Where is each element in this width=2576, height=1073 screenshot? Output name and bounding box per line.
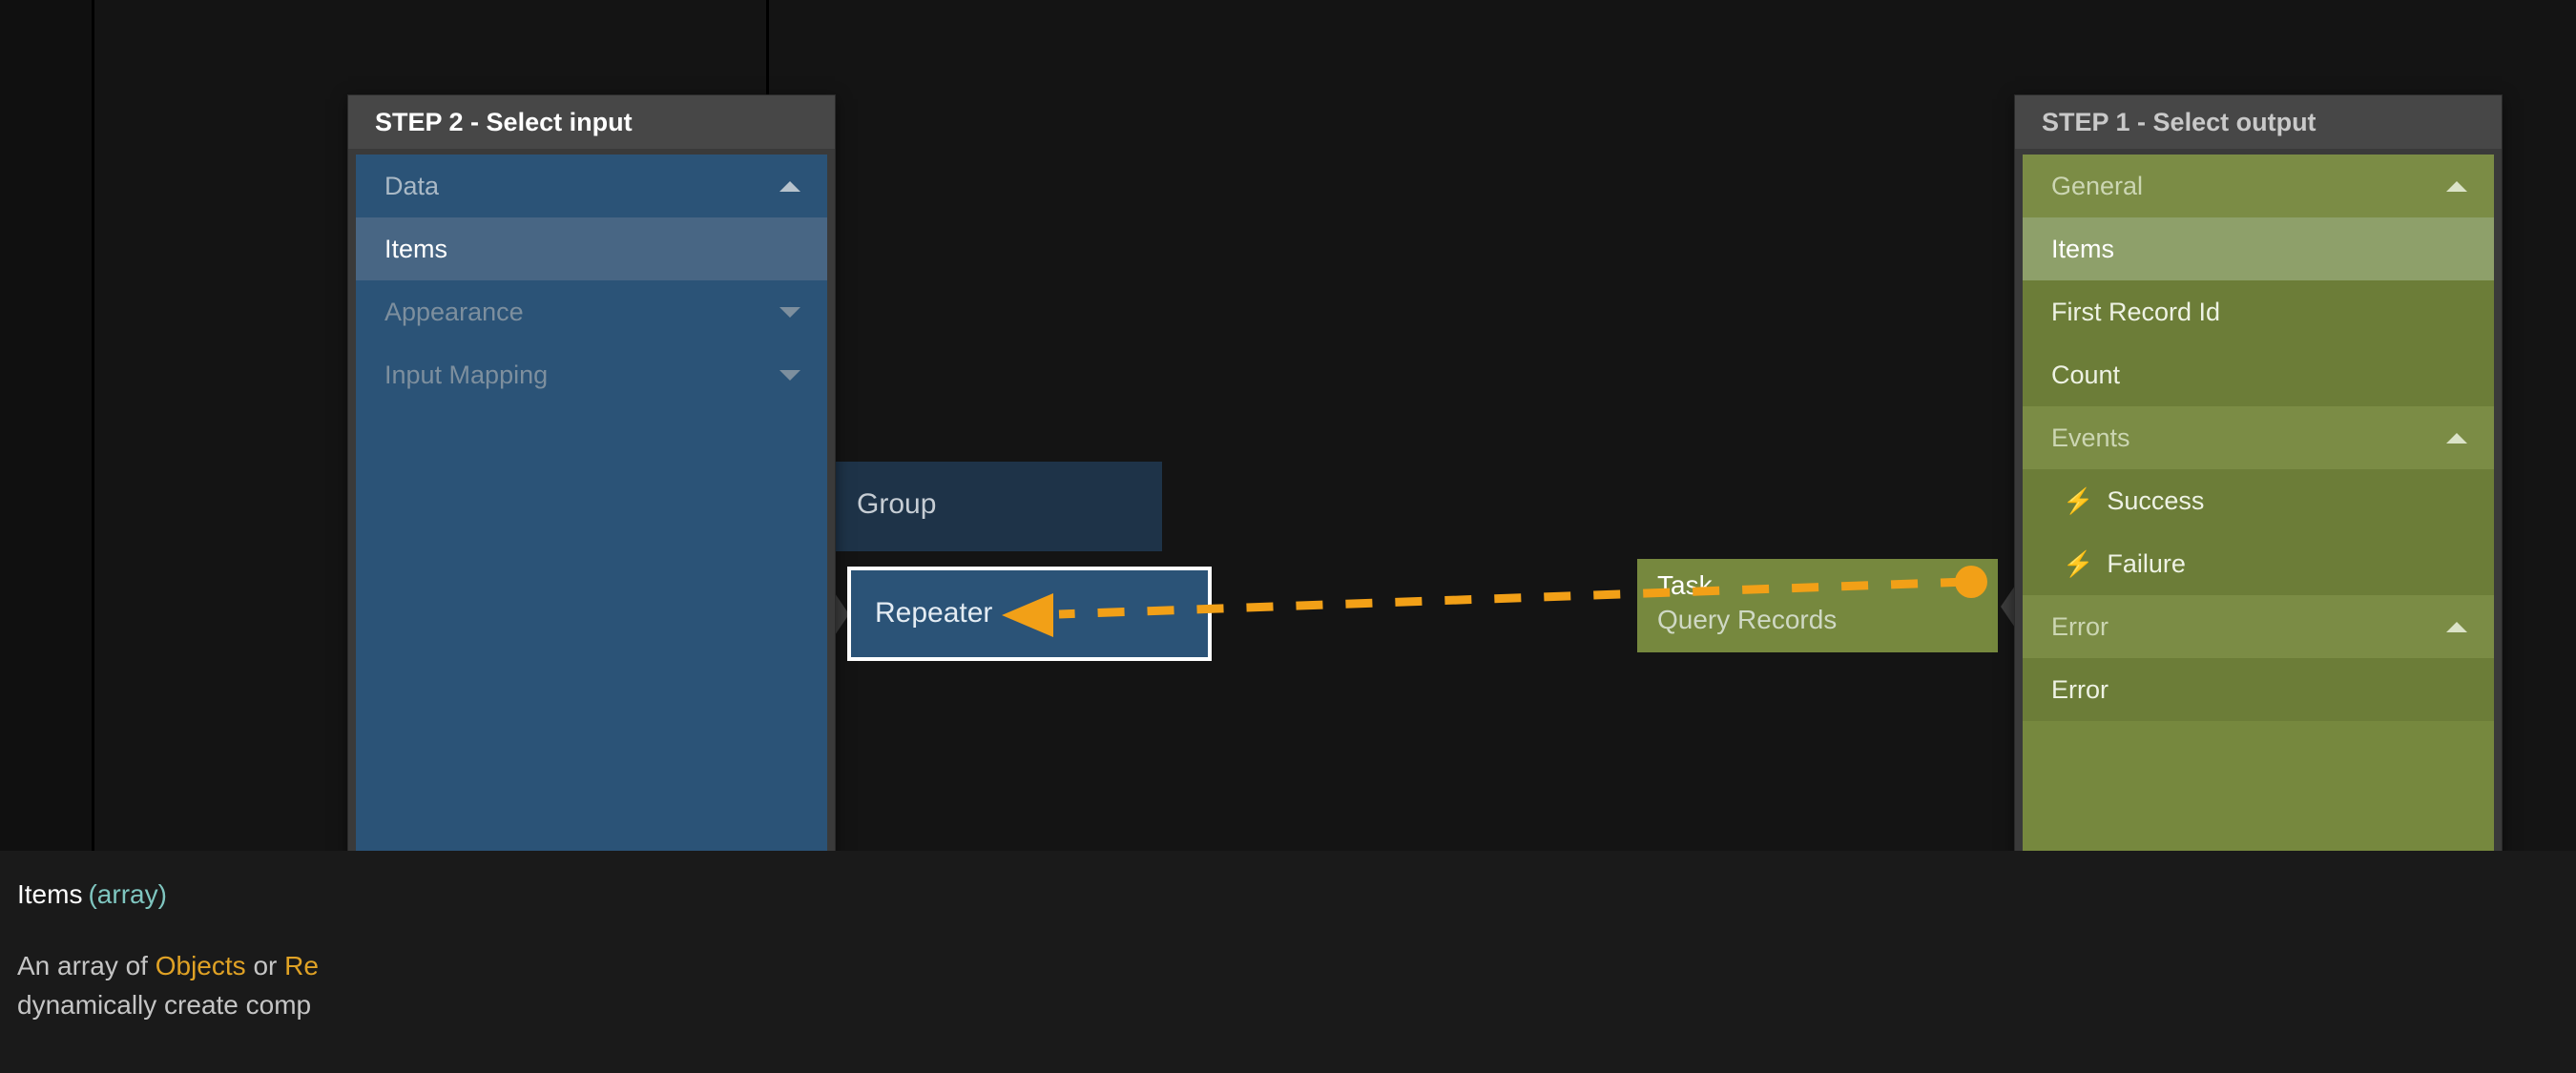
input-row-items[interactable]: Items (356, 217, 827, 280)
output-row-failure[interactable]: ⚡ Failure (2023, 532, 2494, 595)
chevron-up-icon[interactable] (779, 180, 800, 192)
bolt-icon: ⚡ (2063, 486, 2094, 515)
doc-title-name: Items (17, 879, 83, 909)
input-row-appearance[interactable]: Appearance (356, 280, 827, 343)
bolt-icon: ⚡ (2063, 549, 2094, 578)
output-row-failure-label: Failure (2107, 548, 2186, 578)
output-row-first-record-id[interactable]: First Record Id (2023, 280, 2494, 343)
select-input-panel-header: STEP 2 - Select input (348, 95, 835, 149)
chevron-down-icon[interactable] (779, 306, 800, 318)
input-row-input-mapping-label: Input Mapping (384, 360, 549, 389)
output-row-events-label: Events (2051, 423, 2130, 452)
select-output-panel-title: STEP 1 - Select output (2042, 107, 2316, 136)
select-output-panel-header: STEP 1 - Select output (2015, 95, 2502, 149)
documentation-strip (0, 851, 2576, 1073)
node-task-subtitle: Query Records (1657, 605, 1838, 634)
node-repeater-title: Repeater (875, 597, 993, 629)
input-row-input-mapping[interactable]: Input Mapping (356, 343, 827, 406)
doc-title: Items(array) (17, 879, 167, 910)
node-repeater[interactable]: Repeater (847, 567, 1212, 661)
chevron-down-icon[interactable] (779, 369, 800, 381)
input-row-appearance-label: Appearance (384, 297, 524, 326)
input-row-data[interactable]: Data (356, 155, 827, 217)
doc-line1-keyword-objects: Objects (155, 951, 246, 980)
output-row-success[interactable]: ⚡ Success (2023, 469, 2494, 532)
canvas-divider-left (92, 0, 94, 851)
node-group[interactable]: Group (830, 462, 1162, 551)
node-task-title: Task (1657, 570, 1713, 600)
output-row-count-label: Count (2051, 360, 2121, 389)
input-row-items-label: Items (384, 234, 448, 263)
output-row-error-group[interactable]: Error (2023, 595, 2494, 658)
output-row-general-label: General (2051, 171, 2144, 200)
canvas-left-strip (0, 0, 92, 851)
output-row-items-label: Items (2051, 234, 2115, 263)
output-row-success-label: Success (2107, 485, 2205, 515)
node-group-title: Group (857, 488, 937, 520)
output-row-general[interactable]: General (2023, 155, 2494, 217)
chevron-up-icon[interactable] (2446, 180, 2467, 192)
output-row-items[interactable]: Items (2023, 217, 2494, 280)
doc-line1-pre: An array of (17, 951, 156, 980)
output-row-error-group-label: Error (2051, 611, 2109, 641)
output-row-count[interactable]: Count (2023, 343, 2494, 406)
doc-description: An array of Objects or Re dynamically cr… (17, 946, 332, 1024)
doc-line1-keyword-records: Re (284, 951, 319, 980)
select-input-panel-title: STEP 2 - Select input (375, 107, 633, 136)
output-row-error[interactable]: Error (2023, 658, 2494, 721)
doc-line1-mid: or (245, 951, 285, 980)
chevron-up-icon[interactable] (2446, 432, 2467, 444)
output-row-events[interactable]: Events (2023, 406, 2494, 469)
chevron-up-icon[interactable] (2446, 621, 2467, 632)
doc-title-type: (array) (88, 879, 167, 909)
input-row-data-label: Data (384, 171, 440, 200)
doc-line2: dynamically create comp (17, 990, 312, 1020)
output-row-first-record-id-label: First Record Id (2051, 297, 2221, 326)
output-row-error-label: Error (2051, 674, 2109, 704)
node-task[interactable]: Task Query Records (1637, 559, 1998, 652)
